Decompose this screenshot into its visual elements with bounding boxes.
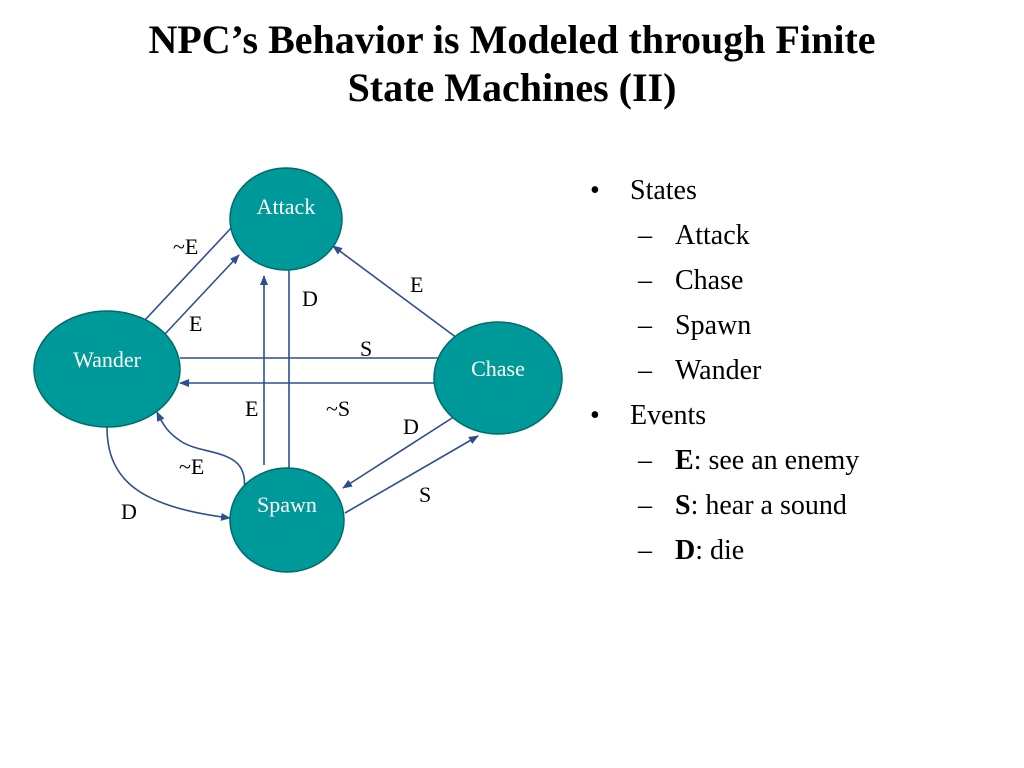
state-item: – Attack [590, 213, 1010, 258]
bullet-events: • Events [590, 393, 1010, 438]
label-wander-to-attack: E [189, 311, 202, 336]
event-desc: : see an enemy [693, 445, 860, 476]
label-chase-to-wander: ~S [326, 396, 350, 421]
dash-mark: – [638, 220, 652, 251]
states-heading: States [630, 175, 697, 206]
node-chase: Chase [433, 321, 563, 435]
node-spawn-label: Spawn [257, 492, 317, 517]
edge-chase-to-spawn [342, 410, 464, 489]
dash-mark: – [638, 355, 652, 386]
dash-mark: – [638, 265, 652, 296]
title-line-2: State Machines (II) [347, 65, 677, 110]
event-desc: : hear a sound [690, 490, 847, 521]
events-heading: Events [630, 400, 707, 431]
label-attack-to-spawn: D [302, 286, 318, 311]
label-chase-to-attack: E [410, 272, 423, 297]
edge-attack-to-wander [128, 225, 234, 338]
label-spawn-to-wander: ~E [179, 454, 204, 479]
dash-mark: – [638, 535, 652, 566]
title-line-1: NPC’s Behavior is Modeled through Finite [148, 17, 876, 62]
node-spawn: Spawn [229, 467, 345, 573]
bullet-list: • States – Attack – Chase – Spawn – Wand… [590, 168, 1010, 573]
bullet-states: • States [590, 168, 1010, 213]
edge-wander-to-spawn [106, 426, 231, 521]
state-item-label: Chase [675, 265, 744, 296]
state-item: – Chase [590, 258, 1010, 303]
state-item-label: Wander [675, 355, 762, 386]
edge-spawn-to-chase [344, 435, 479, 514]
edge-chase-to-attack [332, 245, 462, 342]
event-item: – D: die [590, 528, 1010, 573]
label-wander-to-chase: S [360, 336, 372, 361]
event-desc: : die [695, 535, 745, 566]
event-key: D [675, 535, 696, 566]
edge-spawn-to-wander [156, 411, 246, 491]
dash-mark: – [638, 445, 652, 476]
node-wander-label: Wander [73, 347, 142, 372]
event-key: S [675, 490, 691, 521]
bullet-mark: • [590, 400, 600, 431]
dash-mark: – [638, 310, 652, 341]
state-item: – Spawn [590, 303, 1010, 348]
event-item: – S: hear a sound [590, 483, 1010, 528]
event-key: E [675, 445, 694, 476]
bullet-mark: • [590, 175, 600, 206]
slide-title: NPC’s Behavior is Modeled through Finite… [0, 16, 1024, 112]
label-chase-to-spawn: D [403, 414, 419, 439]
node-attack-label: Attack [257, 194, 316, 219]
label-spawn-to-chase: S [419, 482, 431, 507]
event-item: – E: see an enemy [590, 438, 1010, 483]
node-wander: Wander [33, 310, 181, 428]
state-item-label: Spawn [675, 310, 752, 341]
dash-mark: – [638, 490, 652, 521]
state-item-label: Attack [675, 220, 750, 251]
label-spawn-to-attack: E [245, 396, 258, 421]
node-chase-label: Chase [471, 356, 525, 381]
state-item: – Wander [590, 348, 1010, 393]
node-attack: Attack [229, 167, 343, 271]
label-attack-to-wander: ~E [173, 234, 198, 259]
label-wander-to-spawn: D [121, 499, 137, 524]
